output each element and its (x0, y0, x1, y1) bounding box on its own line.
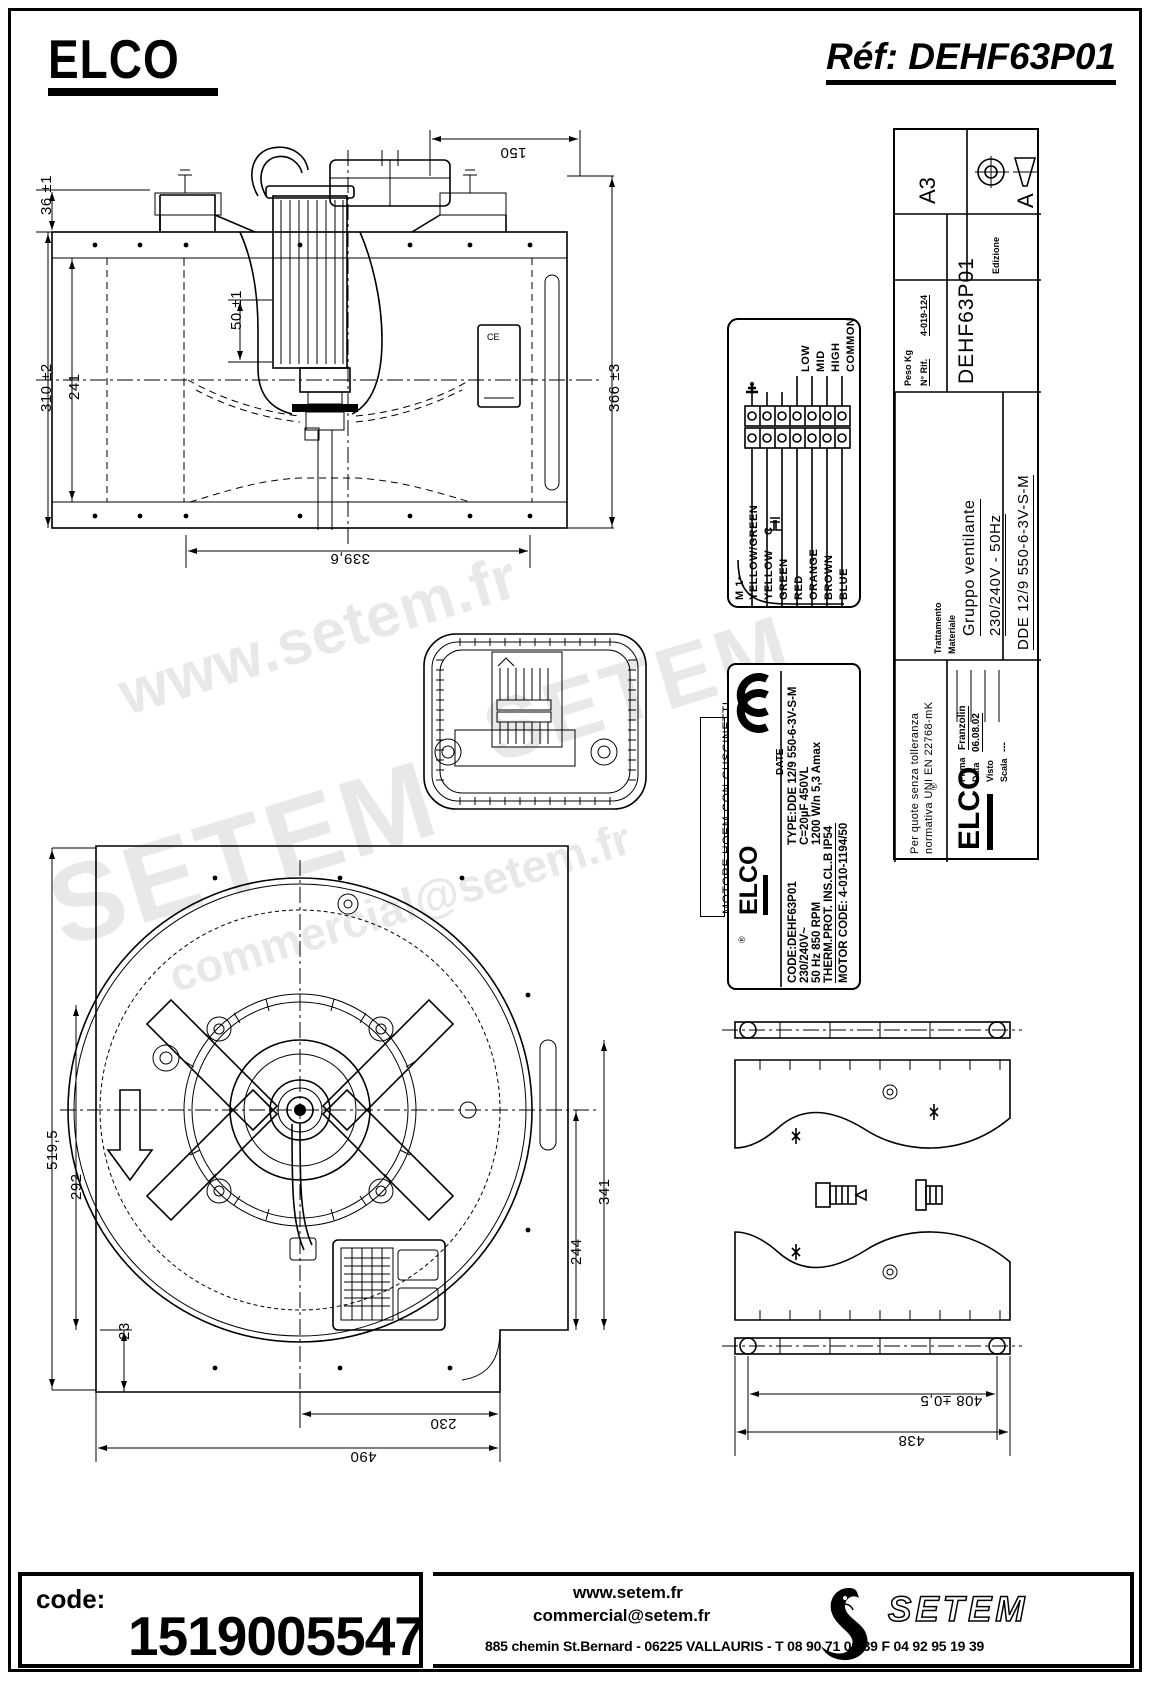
contact-box: www.setem.fr commercial@setem.fr 885 che… (433, 1572, 1134, 1668)
motor-note-box: MOTORE HOEM CON CUSCINETTI (700, 701, 734, 917)
footer-email[interactable]: commercial@setem.fr (533, 1606, 711, 1625)
svg-text:CE: CE (487, 332, 500, 342)
code-box: code: 1519005547 (18, 1572, 425, 1668)
drawing-frame (8, 8, 1142, 1672)
nameplate-elco-logo: ELCO (735, 846, 779, 921)
title-block-registered-mark: ® (929, 783, 939, 790)
motor-nameplate: CODE:DEHF63P01 230/240V~ 50 Hz 850 RPM T… (727, 663, 861, 990)
code-label: code: (36, 1584, 106, 1614)
footer-address: 885 chemin St.Bernard - 06225 VALLAURIS … (485, 1638, 985, 1654)
title-block-grid (894, 130, 1041, 862)
footer-website[interactable]: www.setem.fr (573, 1583, 683, 1602)
title-block-elco-bar (987, 794, 993, 850)
ref-value: 4-019-124 (919, 294, 930, 336)
nameplate-divider (780, 671, 782, 987)
setem-bird-logo-icon (821, 1588, 868, 1661)
elco-logo: ELCO (48, 28, 218, 96)
title-block-elco-logo: ELCO (953, 767, 999, 854)
treatment-label: Trattamento (933, 602, 943, 654)
page-footer: code: 1519005547 www.setem.fr commercial… (18, 1572, 1134, 1668)
weight-label: Peso Kg (903, 349, 913, 386)
title-block-rule-lines (956, 670, 1000, 722)
edition-value: A (1013, 193, 1038, 208)
material-label: Materiale (947, 614, 957, 654)
drawing-number: DEHF63P01 (955, 257, 978, 384)
dim-408-label: 408 ±0,5 (920, 1392, 983, 1409)
electrical-spec: 230/240V - 50Hz (987, 514, 1006, 636)
product-name: Gruppo ventilante (961, 499, 981, 636)
elco-logo-text: ELCO (48, 28, 180, 90)
projection-symbol-icon (975, 156, 1037, 188)
edition-label: Edizione (991, 236, 1001, 274)
dim-438-label: 438 (898, 1432, 925, 1449)
elco-logo-underline (48, 88, 218, 96)
nameplate-elco-bar (763, 875, 768, 915)
ce-mark-icon (736, 673, 769, 733)
wiring-diagram-box (727, 318, 861, 608)
model-spec: DDE 12/9 550-6-3V-S-M (1015, 474, 1034, 650)
tolerance-note-1: Per quote senza tolleranza (909, 712, 921, 854)
code-value: 1519005547 (128, 1605, 425, 1667)
tolerance-note-2: normativa UNI EN 22768-mK (923, 701, 935, 854)
reference-title: Réf: DEHF63P01 (826, 36, 1116, 85)
title-block: A3 Edizione A Peso Kg N° Rif. 4-019-124 … (893, 128, 1041, 862)
title-block-elco-text: ELCO (953, 766, 986, 850)
sheet-format: A3 (915, 177, 940, 204)
setem-logo-text: SETEM (887, 1589, 1029, 1630)
ref-label: N° Rif. (919, 358, 930, 386)
